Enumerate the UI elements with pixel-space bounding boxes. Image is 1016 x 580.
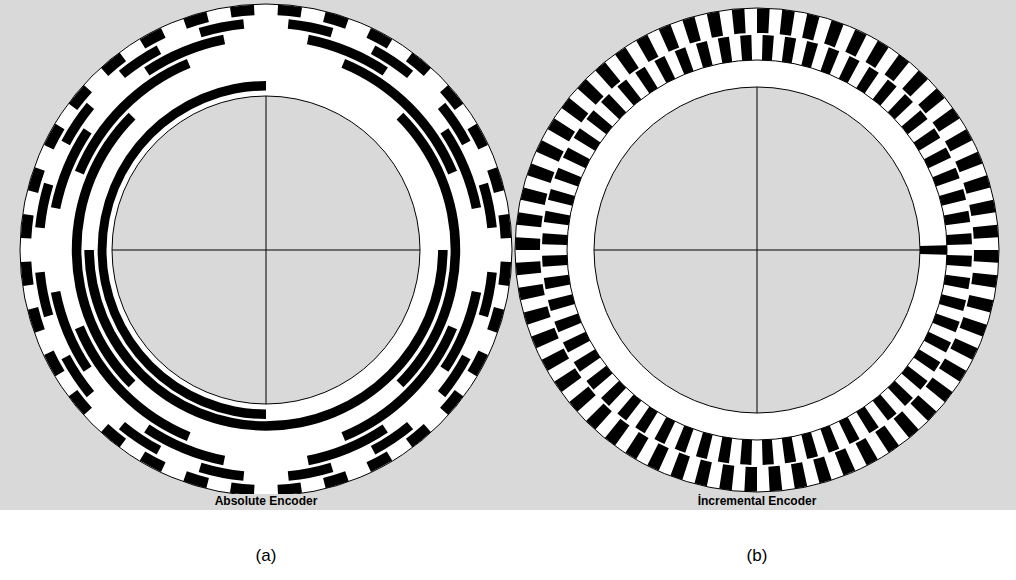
disc-outline (20, 4, 512, 496)
subfigure-label: (b) (747, 546, 768, 566)
index-mark (920, 245, 947, 255)
subfigure-label: (a) (256, 546, 277, 566)
encoder-caption: İncremental Encoder (695, 494, 820, 508)
gray-code-track (51, 35, 481, 465)
gray-code-track (35, 19, 497, 481)
panel-ground (0, 0, 1016, 510)
gray-code-track (75, 59, 457, 441)
crosshair-line (266, 96, 267, 404)
crosshair-line (757, 87, 758, 413)
track-border (567, 60, 947, 440)
channel-b-track (542, 35, 972, 465)
disc-outline (515, 8, 999, 492)
encoder-caption: Absolute Encoder (212, 494, 321, 508)
absolute-encoder-disc (20, 4, 512, 496)
hub-circle (594, 87, 920, 413)
gray-code-track (21, 5, 511, 495)
channel-a-track (516, 9, 999, 492)
incremental-encoder-disc (515, 8, 999, 492)
hub-circle (112, 96, 420, 404)
